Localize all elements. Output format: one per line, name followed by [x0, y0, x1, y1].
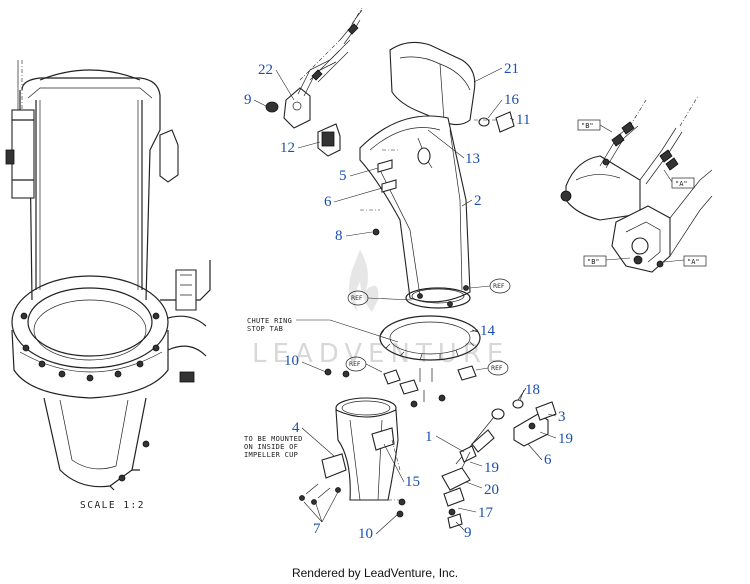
- bolts-5-6-8: [360, 149, 400, 236]
- annotation-impeller-note: TO BE MOUNTED ON INSIDE OF IMPELLER CUP: [244, 435, 303, 459]
- callout-14: 14: [480, 323, 496, 339]
- callout-19b: 19: [484, 460, 499, 476]
- upper-deflector: [389, 41, 476, 126]
- lower-funnel: [321, 397, 401, 501]
- ring-bolts: [20, 312, 160, 382]
- callout-6: 6: [324, 194, 332, 210]
- callouts: 22 9 12 5 6 8 21 16 11 13 2 14 10 4 15 7…: [244, 61, 573, 542]
- callout-2: 2: [474, 193, 482, 209]
- ref-label: REF: [491, 365, 503, 372]
- bolts-7: [299, 483, 341, 505]
- annotation-line: CHUTE RING: [247, 317, 292, 325]
- callout-10: 10: [284, 353, 299, 369]
- annotation-chute-ring-stop-tab: CHUTE RING STOP TAB: [247, 317, 399, 343]
- callout-7: 7: [313, 521, 321, 537]
- annotation-line: TO BE MOUNTED: [244, 435, 303, 443]
- callout-5: 5: [339, 168, 347, 184]
- annotation-line: ON INSIDE OF: [244, 443, 298, 451]
- callout-18: 18: [525, 382, 540, 398]
- callout-6b: 6: [544, 452, 552, 468]
- callout-22: 22: [258, 62, 273, 78]
- label-a-top: "A": [675, 180, 688, 188]
- crank-assembly: [441, 387, 557, 529]
- callout-21: 21: [504, 61, 519, 77]
- callout-9b: 9: [464, 525, 472, 541]
- chute-ring: [379, 315, 481, 361]
- ref-label: REF: [493, 283, 505, 290]
- ref-label: REF: [349, 361, 361, 368]
- annotation-line: STOP TAB: [247, 325, 283, 333]
- main-chute: [359, 115, 471, 309]
- ref-label: REF: [351, 295, 363, 302]
- callout-12: 12: [280, 140, 295, 156]
- callout-15: 15: [405, 474, 420, 490]
- knob-11-washer-16: [474, 111, 515, 133]
- pivot-bracket: [265, 7, 363, 129]
- label-b-top: "B": [581, 122, 594, 130]
- callout-11: 11: [516, 112, 530, 128]
- pivot-bracket-12: [317, 123, 341, 157]
- bolts-10-lower: [388, 498, 406, 518]
- label-b-bottom: "B": [587, 258, 600, 266]
- callout-8: 8: [335, 228, 343, 244]
- callout-9: 9: [244, 92, 252, 108]
- ref-markers: REF REF REF REF: [345, 278, 511, 376]
- watermark-text: LEADVENTURE: [252, 339, 509, 369]
- callout-3: 3: [558, 409, 566, 425]
- detail-view: "B" "A" "B" "A": [560, 95, 713, 273]
- callout-10b: 10: [358, 526, 373, 542]
- callout-13: 13: [465, 151, 480, 167]
- callout-16: 16: [504, 92, 520, 108]
- scale-label: SCALE 1:2: [80, 500, 145, 511]
- annotation-line: IMPELLER CUP: [244, 451, 298, 459]
- watermark: LEADVENTURE: [252, 250, 509, 369]
- clips-row: [324, 365, 477, 408]
- callout-1: 1: [425, 429, 433, 445]
- label-a-bottom: "A": [687, 258, 700, 266]
- assembled-chute-view: SCALE 1:2: [5, 60, 211, 511]
- callout-20: 20: [484, 482, 499, 498]
- footer-credit: Rendered by LeadVenture, Inc.: [291, 566, 459, 580]
- callout-17: 17: [478, 505, 494, 521]
- callout-19: 19: [558, 431, 573, 447]
- callout-4: 4: [292, 420, 300, 436]
